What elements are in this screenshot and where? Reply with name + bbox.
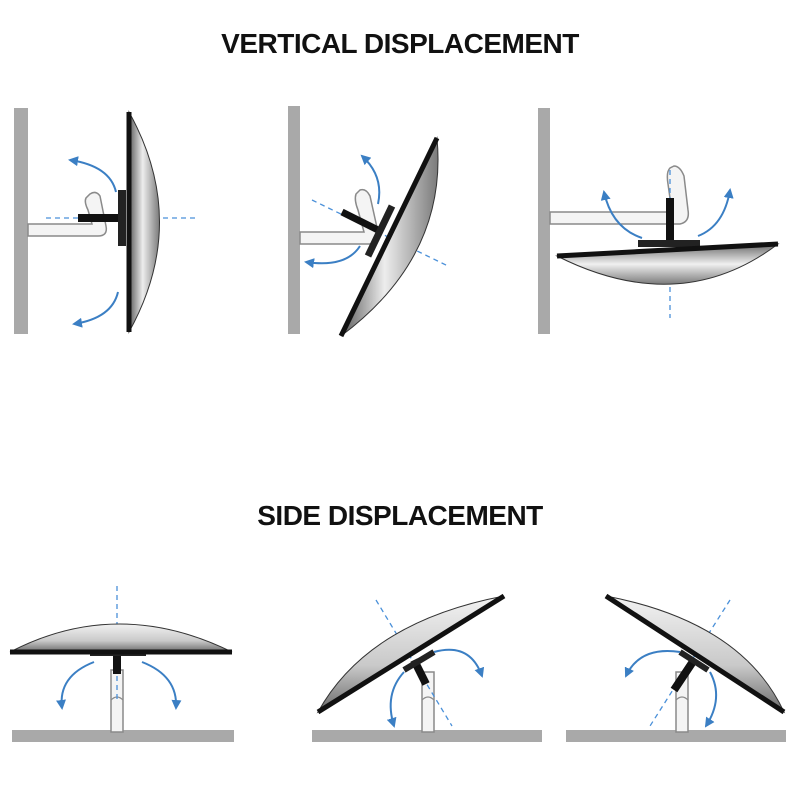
rotate-right-arrow <box>433 648 485 678</box>
rotate-down-arrow <box>304 245 361 269</box>
rotate-left-arrow <box>600 190 643 239</box>
mirror-rim <box>556 241 779 259</box>
side-displacement-title: SIDE DISPLACEMENT <box>257 500 543 531</box>
rotate-down-arrow <box>72 291 119 328</box>
rotate-right-arrow <box>697 188 734 237</box>
floor <box>12 730 234 742</box>
rotate-left-arrow <box>56 661 95 710</box>
rotate-up-arrow <box>68 156 117 193</box>
bracket-arm <box>549 165 690 225</box>
mount-plate <box>402 649 436 673</box>
mount-clamp <box>666 198 674 242</box>
vertical-displacement-title: VERTICAL DISPLACEMENT <box>221 28 579 59</box>
side-panel-tilt-left <box>566 593 786 742</box>
rotate-right-arrow <box>704 671 717 728</box>
rotate-left-arrow <box>624 650 681 678</box>
post-joint <box>421 696 435 701</box>
wall <box>14 108 28 334</box>
mirror <box>128 110 160 334</box>
mount-clamp <box>670 657 698 693</box>
mount-plate <box>118 190 126 246</box>
mount-clamp <box>340 208 380 234</box>
bracket-arm <box>299 188 380 245</box>
mirror-rim <box>316 593 506 715</box>
side-panel-tilt-right <box>312 593 542 742</box>
wall <box>538 108 550 334</box>
side-panel-level <box>9 586 234 742</box>
mirror-rim <box>338 136 440 338</box>
wall <box>288 106 300 334</box>
vertical-panel-horizontal <box>538 108 780 334</box>
mount-clamp <box>113 652 121 674</box>
vertical-panel-tilted <box>288 106 449 338</box>
mount-clamp <box>78 214 126 222</box>
floor <box>312 730 542 742</box>
bracket-arm <box>27 191 108 237</box>
rotate-left-arrow <box>386 671 405 728</box>
vertical-panel-neutral <box>14 108 198 334</box>
mirror-rim <box>604 593 786 715</box>
rotate-up-arrow <box>360 154 381 205</box>
mount-plate <box>364 204 396 258</box>
floor <box>566 730 786 742</box>
rotate-right-arrow <box>141 661 182 710</box>
mount-plate <box>638 240 700 247</box>
post-joint <box>675 696 689 701</box>
mirror <box>9 623 233 653</box>
mount-plate <box>678 649 710 673</box>
support-post <box>421 671 435 733</box>
